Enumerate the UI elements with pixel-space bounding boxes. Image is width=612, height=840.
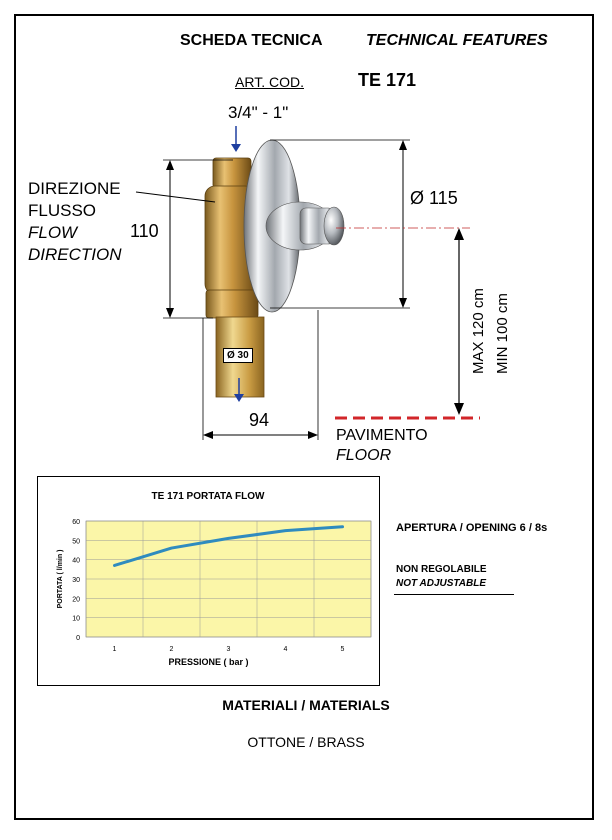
- materials-value: OTTONE / BRASS: [247, 734, 365, 750]
- y-tick-label: 0: [76, 635, 80, 642]
- floor-label: PAVIMENTO FLOOR: [336, 426, 428, 466]
- floor-label-en: FLOOR: [336, 447, 392, 464]
- title-italian: SCHEDA TECNICA: [180, 32, 323, 49]
- flow-direction-it-2: FLUSSO: [28, 201, 97, 220]
- flow-leader-line: [135, 191, 216, 203]
- y-tick-label: 40: [72, 558, 80, 565]
- height-value: 110: [130, 221, 159, 241]
- inlet-nut: [212, 157, 252, 189]
- outlet-arrow-icon: [234, 394, 244, 402]
- max-height-label: MAX 120 cm: [470, 288, 487, 374]
- y-axis-label: PORTATA ( l/min ): [57, 550, 64, 609]
- y-tick-label: 20: [72, 596, 80, 603]
- flow-direction-en-2: DIRECTION: [28, 245, 122, 264]
- article-code: TE 171: [358, 70, 417, 90]
- flow-direction-it-1: DIREZIONE: [28, 179, 121, 198]
- page-frame: [14, 14, 594, 820]
- push-button: [323, 206, 345, 246]
- y-tick-label: 10: [72, 616, 80, 623]
- flow-direction-label: DIREZIONE FLUSSO FLOW DIRECTION: [28, 178, 122, 266]
- width-value: 94: [249, 410, 270, 430]
- x-tick-label: 3: [227, 646, 231, 653]
- x-axis-label: PRESSIONE ( bar ): [168, 657, 248, 667]
- x-tick-label: 1: [113, 646, 117, 653]
- outlet-nut: [205, 289, 259, 319]
- x-tick-label: 2: [170, 646, 174, 653]
- chart-title: TE 171 PORTATA FLOW: [152, 491, 266, 502]
- article-code-label: ART. COD.: [235, 74, 304, 90]
- plate-diameter-value: Ø 115: [410, 188, 458, 208]
- materials-heading: MATERIALI / MATERIALS: [222, 697, 390, 713]
- floor-label-it: PAVIMENTO: [336, 427, 428, 444]
- inlet-arrow-icon: [231, 144, 241, 152]
- pipe-diameter-value: Ø 30: [223, 348, 253, 363]
- non-adjustable-en: NOT ADJUSTABLE: [396, 578, 486, 589]
- opening-time-note: APERTURA / OPENING 6 / 8s: [396, 522, 548, 534]
- x-tick-label: 4: [284, 646, 288, 653]
- thread-size-label: 3/4" - 1": [228, 103, 289, 122]
- flow-chart: TE 171 PORTATA FLOW 0 10 20 30 40 50 60 1 2 3 4 5PRE…: [57, 491, 372, 667]
- y-tick-label: 60: [72, 519, 80, 526]
- flow-direction-en-1: FLOW: [28, 223, 78, 242]
- non-adjustable-it: NON REGOLABILE: [396, 564, 487, 575]
- min-height-label: MIN 100 cm: [494, 293, 511, 374]
- y-tick-label: 50: [72, 538, 80, 545]
- note-underline: [394, 594, 514, 595]
- y-tick-label: 30: [72, 577, 80, 584]
- x-tick-label: 5: [341, 646, 345, 653]
- adjustability-note: NON REGOLABILE NOT ADJUSTABLE: [396, 563, 487, 591]
- title-english: TECHNICAL FEATURES: [366, 32, 548, 49]
